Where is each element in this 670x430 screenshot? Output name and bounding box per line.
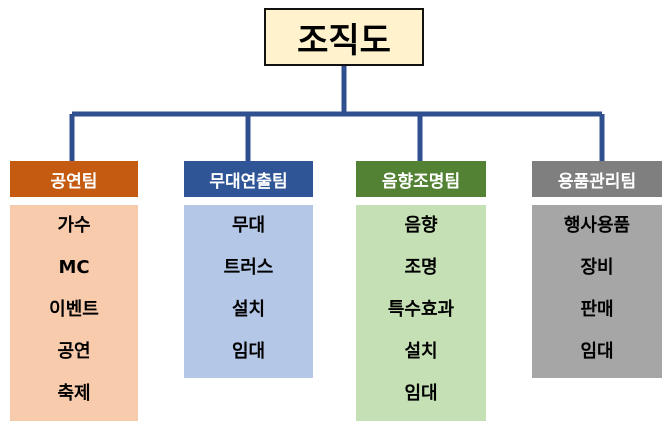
team-name: 무대연출팀 [209,171,288,192]
team-list-sound-lighting: 음향 조명 특수효과 설치 임대 [356,205,486,421]
team-item: 판매 [580,299,614,320]
team-item: 설치 [404,341,438,362]
team-item: 가수 [57,215,91,236]
team-item: 행사용품 [563,215,631,236]
team-name: 용품관리팀 [557,171,637,192]
team-item: 조명 [404,257,438,278]
team-header-supplies: 용품관리팀 [532,161,662,197]
team-item: 임대 [580,341,614,362]
org-chart-title: 조직도 [264,8,424,66]
team-list-supplies: 행사용품 장비 판매 임대 [532,205,662,378]
team-header-performance: 공연팀 [10,161,138,197]
team-item: 이벤트 [49,299,99,320]
team-header-stage: 무대연출팀 [184,161,313,197]
team-list-performance: 가수 MC 이벤트 공연 축제 [10,205,138,421]
team-header-sound-lighting: 음향조명팀 [356,161,486,197]
team-item: 무대 [231,215,266,236]
team-name: 음향조명팀 [381,171,461,192]
team-item: 특수효과 [387,299,455,320]
team-item: MC [58,257,90,278]
team-list-stage: 무대 트러스 설치 임대 [184,205,313,378]
team-item: 임대 [231,341,266,362]
team-item: 트러스 [223,257,274,278]
team-name: 공연팀 [50,171,98,192]
team-item: 음향 [404,215,438,236]
team-item: 임대 [404,383,438,404]
team-item: 공연 [57,341,91,362]
team-item: 장비 [580,257,614,278]
team-item: 축제 [57,383,91,404]
team-item: 설치 [231,299,266,320]
